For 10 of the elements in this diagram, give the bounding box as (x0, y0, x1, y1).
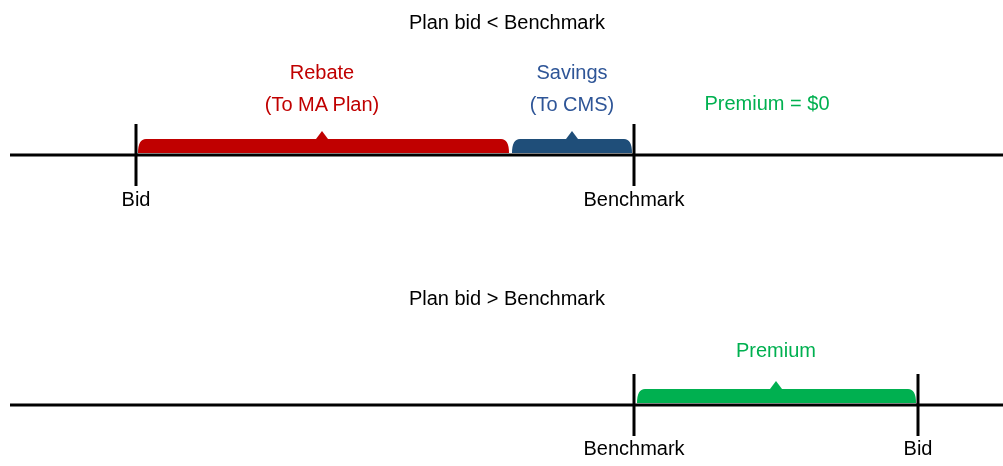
brace-label: Premium (736, 338, 816, 363)
heading: Plan bid < Benchmark (408, 10, 606, 35)
tick-label: Bid (903, 436, 933, 461)
heading: Plan bid > Benchmark (408, 286, 606, 311)
brace-label: Rebate (To MA Plan) (264, 60, 380, 117)
tick-label: Bid (121, 187, 151, 212)
tick-label: Benchmark (583, 187, 685, 212)
tick-label: Benchmark (583, 436, 685, 461)
annotation-text: Premium = $0 (704, 91, 830, 116)
brace-label: Savings (To CMS) (529, 60, 615, 117)
